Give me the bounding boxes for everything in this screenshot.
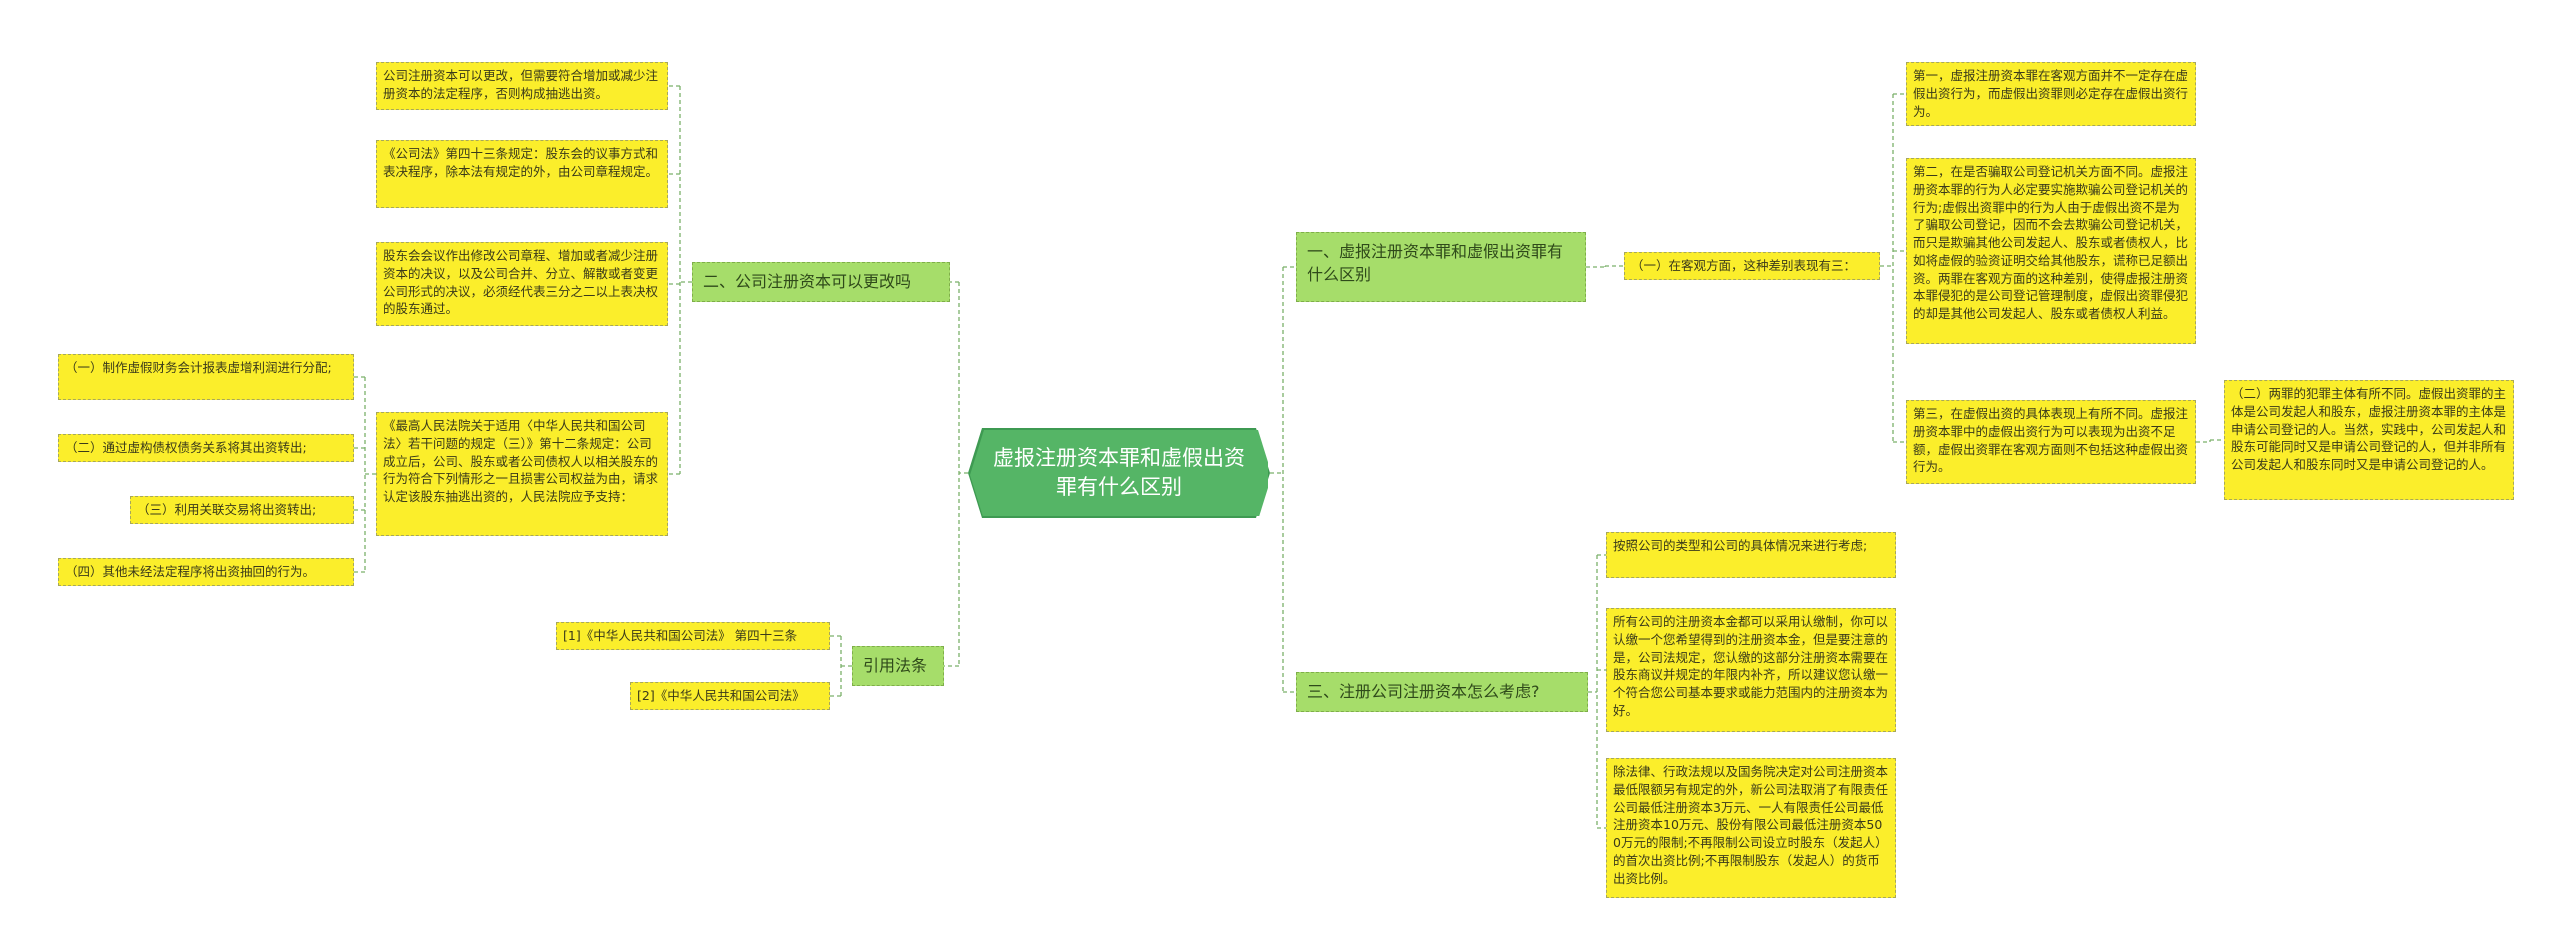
b3-item-3-text: 除法律、行政法规以及国务院决定对公司注册资本最低限额另有规定的外，新公司法取消了… bbox=[1613, 764, 1889, 886]
branch-b3[interactable]: 三、注册公司注册资本怎么考虑? bbox=[1296, 672, 1588, 712]
b2-subitem-2-text: （二）通过虚构债权债务关系将其出资转出; bbox=[65, 440, 307, 455]
b2-item-3-text: 股东会会议作出修改公司章程、增加或者减少注册资本的决议，以及公司合并、分立、解散… bbox=[383, 248, 659, 317]
b3-item-2[interactable]: 所有公司的注册资本金都可以采用认缴制，你可以认缴一个您希望得到的注册资本金，但是… bbox=[1606, 608, 1896, 732]
b2-item-4-text: 《最高人民法院关于适用〈中华人民共和国公司法〉若干问题的规定（三）》第十二条规定… bbox=[383, 418, 659, 504]
b2-subitem-1-text: （一）制作虚假财务会计报表虚增利润进行分配; bbox=[65, 360, 332, 375]
root-title: 虚报注册资本罪和虚假出资罪有什么区别 bbox=[993, 445, 1245, 499]
b4-item-1-text: [1]《中华人民共和国公司法》 第四十三条 bbox=[563, 628, 798, 643]
b2-subitem-3-text: （三）利用关联交易将出资转出; bbox=[137, 502, 317, 517]
b2-subitem-3[interactable]: （三）利用关联交易将出资转出; bbox=[130, 496, 354, 524]
b4-item-2[interactable]: [2]《中华人民共和国公司法》 bbox=[630, 682, 830, 710]
branch-b2[interactable]: 二、公司注册资本可以更改吗 bbox=[692, 262, 950, 302]
b2-item-1[interactable]: 公司注册资本可以更改，但需要符合增加或减少注册资本的法定程序，否则构成抽逃出资。 bbox=[376, 62, 668, 110]
b3-item-2-text: 所有公司的注册资本金都可以采用认缴制，你可以认缴一个您希望得到的注册资本金，但是… bbox=[1613, 614, 1889, 718]
b1-sub-node[interactable]: （一）在客观方面，这种差别表现有三： bbox=[1624, 252, 1880, 280]
branch-b1[interactable]: 一、虚报注册资本罪和虚假出资罪有什么区别 bbox=[1296, 232, 1586, 302]
b1-point-2[interactable]: 第二，在是否骗取公司登记机关方面不同。虚报注册资本罪的行为人必定要实施欺骗公司登… bbox=[1906, 158, 2196, 344]
b2-subitem-4[interactable]: （四）其他未经法定程序将出资抽回的行为。 bbox=[58, 558, 354, 586]
b1-point-3[interactable]: 第三，在虚假出资的具体表现上有所不同。虚报注册资本罪中的虚假出资行为可以表现为出… bbox=[1906, 400, 2196, 484]
b2-item-1-text: 公司注册资本可以更改，但需要符合增加或减少注册资本的法定程序，否则构成抽逃出资。 bbox=[383, 68, 659, 101]
branch-b2-title: 二、公司注册资本可以更改吗 bbox=[703, 272, 912, 291]
root-node[interactable]: 虚报注册资本罪和虚假出资罪有什么区别 bbox=[968, 428, 1270, 518]
b1-point-2-text: 第二，在是否骗取公司登记机关方面不同。虚报注册资本罪的行为人必定要实施欺骗公司登… bbox=[1913, 164, 2189, 321]
b3-item-3[interactable]: 除法律、行政法规以及国务院决定对公司注册资本最低限额另有规定的外，新公司法取消了… bbox=[1606, 758, 1896, 898]
b1-extra-text: （二）两罪的犯罪主体有所不同。虚假出资罪的主体是公司发起人和股东，虚报注册资本罪… bbox=[2231, 386, 2507, 472]
b2-subitem-1[interactable]: （一）制作虚假财务会计报表虚增利润进行分配; bbox=[58, 354, 354, 400]
branch-b4[interactable]: 引用法条 bbox=[852, 646, 944, 686]
branch-b4-title: 引用法条 bbox=[863, 656, 928, 675]
b3-item-1[interactable]: 按照公司的类型和公司的具体情况来进行考虑; bbox=[1606, 532, 1896, 578]
b2-item-4[interactable]: 《最高人民法院关于适用〈中华人民共和国公司法〉若干问题的规定（三）》第十二条规定… bbox=[376, 412, 668, 536]
b1-sub-text: （一）在客观方面，这种差别表现有三： bbox=[1631, 258, 1857, 273]
b1-point-1[interactable]: 第一，虚报注册资本罪在客观方面并不一定存在虚假出资行为，而虚假出资罪则必定存在虚… bbox=[1906, 62, 2196, 126]
b2-subitem-2[interactable]: （二）通过虚构债权债务关系将其出资转出; bbox=[58, 434, 354, 462]
b2-item-2-text: 《公司法》第四十三条规定：股东会的议事方式和表决程序，除本法有规定的外，由公司章… bbox=[383, 146, 659, 179]
b2-item-3[interactable]: 股东会会议作出修改公司章程、增加或者减少注册资本的决议，以及公司合并、分立、解散… bbox=[376, 242, 668, 326]
b3-item-1-text: 按照公司的类型和公司的具体情况来进行考虑; bbox=[1613, 538, 1868, 553]
b1-extra-node[interactable]: （二）两罪的犯罪主体有所不同。虚假出资罪的主体是公司发起人和股东，虚报注册资本罪… bbox=[2224, 380, 2514, 500]
b2-subitem-4-text: （四）其他未经法定程序将出资抽回的行为。 bbox=[65, 564, 316, 579]
b1-point-3-text: 第三，在虚假出资的具体表现上有所不同。虚报注册资本罪中的虚假出资行为可以表现为出… bbox=[1913, 406, 2189, 475]
branch-b1-title: 一、虚报注册资本罪和虚假出资罪有什么区别 bbox=[1307, 242, 1564, 284]
b2-item-2[interactable]: 《公司法》第四十三条规定：股东会的议事方式和表决程序，除本法有规定的外，由公司章… bbox=[376, 140, 668, 208]
b4-item-1[interactable]: [1]《中华人民共和国公司法》 第四十三条 bbox=[556, 622, 830, 650]
b1-point-1-text: 第一，虚报注册资本罪在客观方面并不一定存在虚假出资行为，而虚假出资罪则必定存在虚… bbox=[1913, 68, 2189, 119]
b4-item-2-text: [2]《中华人民共和国公司法》 bbox=[637, 688, 805, 703]
branch-b3-title: 三、注册公司注册资本怎么考虑? bbox=[1307, 682, 1540, 701]
